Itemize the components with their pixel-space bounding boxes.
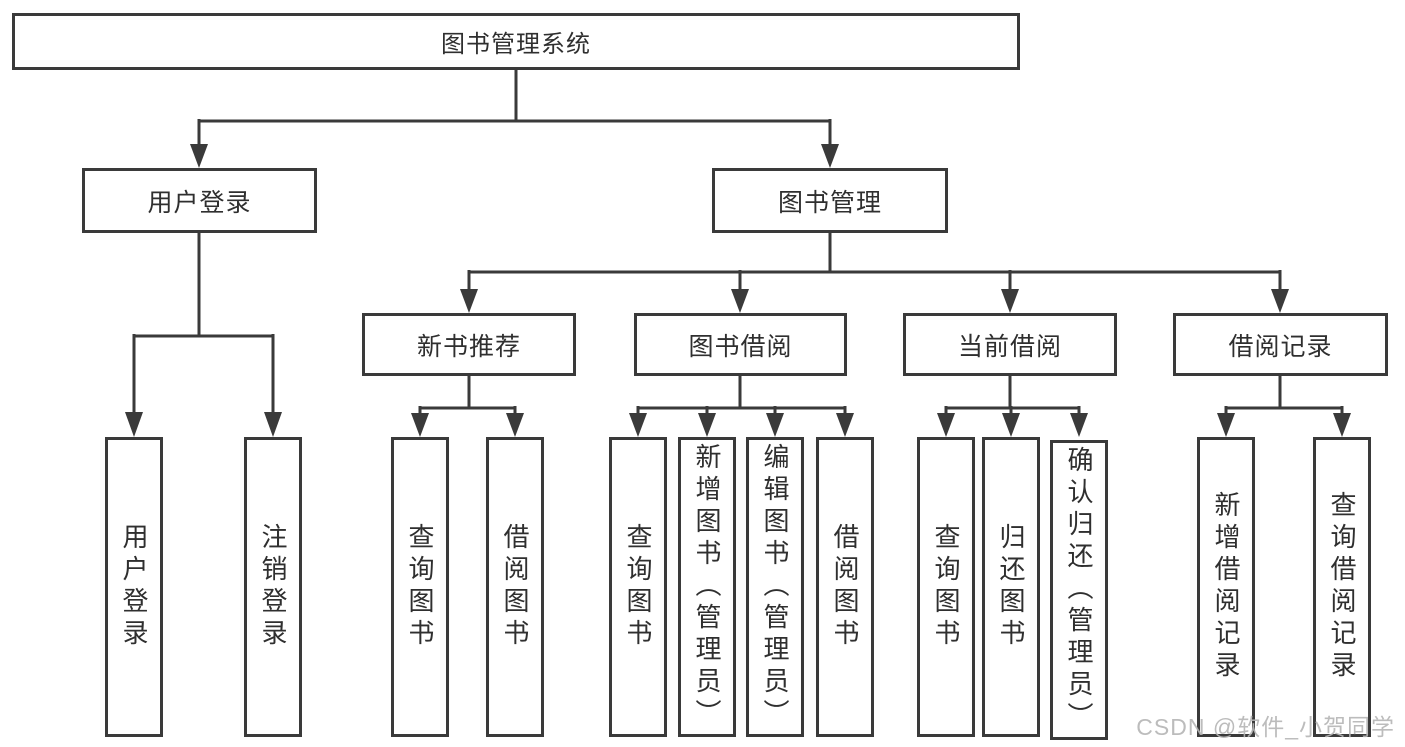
node-leaf-borrow-book-a: 借阅图书 [486, 437, 544, 737]
csdn-watermark: CSDN @软件_小贺同学 [1136, 714, 1395, 740]
node-root-label: 图书管理系统 [441, 31, 591, 58]
node-leaf-return-book-label: 归还图书 [996, 523, 1026, 651]
node-leaf-query-book-c: 查询图书 [917, 437, 975, 737]
node-leaf-add-book: 新增图书（管理员） [678, 437, 736, 737]
node-user-login: 用户登录 [82, 168, 317, 233]
node-leaf-borrow-book-b: 借阅图书 [816, 437, 874, 737]
node-book-borrow: 图书借阅 [634, 313, 847, 376]
node-leaf-logout-login-label: 注销登录 [258, 523, 288, 651]
node-leaf-user-login: 用户登录 [105, 437, 163, 737]
node-leaf-confirm-return: 确认归还（管理员） [1050, 440, 1108, 740]
node-leaf-borrow-book-b-label: 借阅图书 [830, 523, 860, 651]
node-leaf-add-record: 新增借阅记录 [1197, 437, 1255, 737]
node-leaf-add-record-label: 新增借阅记录 [1211, 491, 1241, 683]
node-borrow-record: 借阅记录 [1173, 313, 1388, 376]
node-leaf-borrow-book-a-label: 借阅图书 [500, 523, 530, 651]
node-leaf-edit-book: 编辑图书（管理员） [746, 437, 804, 737]
node-leaf-confirm-return-label: 确认归还（管理员） [1064, 446, 1094, 734]
node-leaf-user-login-label: 用户登录 [119, 523, 149, 651]
node-user-login-label: 用户登录 [147, 188, 252, 217]
node-new-book-rec: 新书推荐 [362, 313, 576, 376]
node-leaf-query-book-a-label: 查询图书 [405, 523, 435, 651]
node-current-borrow-label: 当前借阅 [957, 332, 1062, 361]
node-current-borrow: 当前借阅 [903, 313, 1117, 376]
node-book-mgmt: 图书管理 [712, 168, 948, 233]
node-new-book-rec-label: 新书推荐 [416, 332, 521, 361]
node-borrow-record-label: 借阅记录 [1228, 332, 1333, 361]
node-leaf-query-book-a: 查询图书 [391, 437, 449, 737]
node-leaf-query-book-b: 查询图书 [609, 437, 667, 737]
node-leaf-query-record-label: 查询借阅记录 [1327, 491, 1357, 683]
node-root: 图书管理系统 [12, 13, 1020, 70]
node-leaf-edit-book-label: 编辑图书（管理员） [760, 443, 790, 731]
node-leaf-query-record: 查询借阅记录 [1313, 437, 1371, 737]
node-leaf-logout-login: 注销登录 [244, 437, 302, 737]
node-leaf-return-book: 归还图书 [982, 437, 1040, 737]
node-book-borrow-label: 图书借阅 [688, 332, 793, 361]
node-book-mgmt-label: 图书管理 [777, 188, 882, 217]
node-leaf-query-book-b-label: 查询图书 [623, 523, 653, 651]
node-leaf-add-book-label: 新增图书（管理员） [692, 443, 722, 731]
node-leaf-query-book-c-label: 查询图书 [931, 523, 961, 651]
